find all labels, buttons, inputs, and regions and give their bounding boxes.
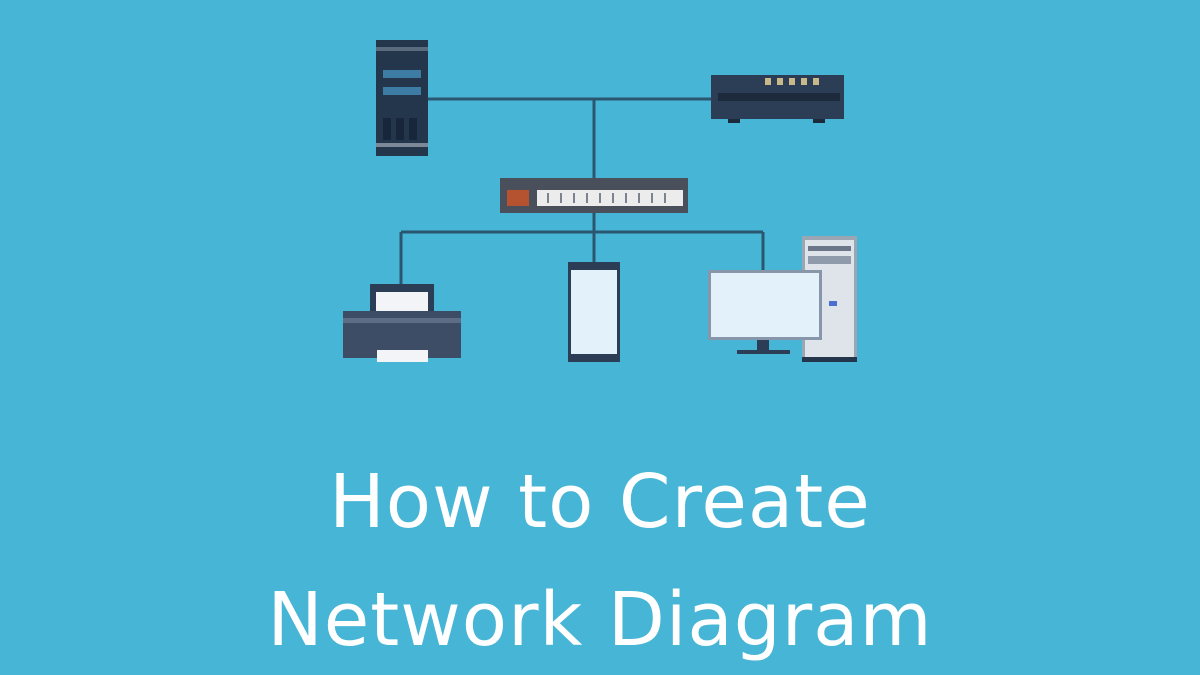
switch-icon [500, 178, 688, 213]
title-line-2: Network Diagram [267, 577, 933, 663]
desktop-computer-icon [708, 236, 857, 362]
connection-lines [399, 97, 765, 285]
router-icon [711, 75, 844, 123]
server-icon [376, 40, 428, 156]
printer-icon [343, 284, 461, 362]
title-line-1: How to Create [329, 459, 871, 545]
phone-icon [568, 262, 620, 362]
